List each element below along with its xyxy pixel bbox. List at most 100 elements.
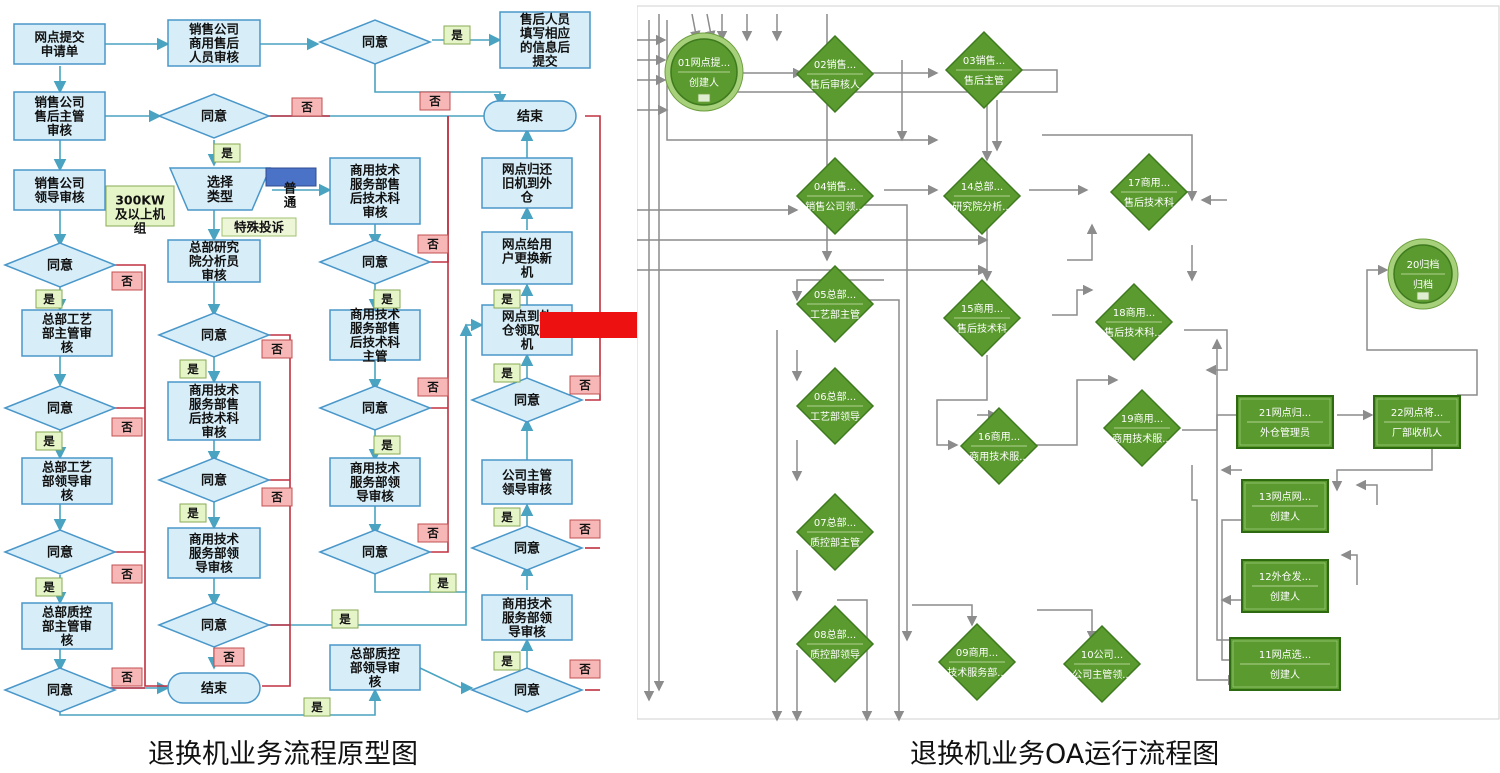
oa-connector [1067, 223, 1098, 261]
process-box-label: 商用技术 [502, 596, 553, 611]
process-box-label: 部领导审 [350, 660, 400, 675]
decision-shape [469, 667, 585, 713]
oa-node-role: 外仓管理员 [1260, 426, 1310, 439]
oa-connector [1037, 609, 1098, 642]
oa-node-role: 质控部主管 [810, 536, 860, 549]
decision-diamond: 同意 [317, 19, 433, 65]
process-box-rect [167, 527, 261, 579]
no-tag: 否 [111, 667, 143, 687]
oa-node-title: 08总部... [814, 628, 856, 641]
oa-node-title: 01网点提... [678, 57, 730, 69]
process-box-label: 商用技术 [189, 383, 240, 398]
no-tag-label: 否 [120, 274, 133, 288]
special-tag-label: 特殊投诉 [234, 220, 285, 235]
oa-node-handle [697, 93, 711, 103]
process-box-rect [481, 594, 573, 641]
decision-diamond: 同意 [469, 667, 585, 713]
decision-label: 同意 [362, 545, 388, 561]
kw-tag-label: 组 [134, 221, 147, 236]
oa-connector [675, 69, 1058, 98]
process-box-rect [167, 381, 261, 441]
no-tag: 否 [111, 417, 143, 437]
decision-label: 同意 [47, 683, 73, 699]
decision-shape [2, 667, 118, 713]
yes-tag-box [429, 573, 457, 593]
oa-node-title: 09商用... [956, 646, 998, 659]
oa-node-inner [1244, 482, 1326, 530]
process-box-label: 部主管审 [42, 619, 92, 634]
oa-node-title: 20归档 [1407, 258, 1440, 271]
decision-label: 同意 [514, 541, 540, 557]
oa-node-role: 归档 [1413, 278, 1433, 291]
decision-label: 同意 [201, 328, 227, 344]
yes-tag: 是 [493, 507, 521, 527]
prototype-caption: 退换机业务流程原型图 [148, 739, 418, 770]
oa-node-role: 工艺部主管 [810, 308, 860, 321]
no-tag: 否 [417, 377, 449, 397]
no-tag-label: 否 [300, 100, 313, 114]
process-box-label: 商用售后 [189, 36, 240, 51]
yes-tag-label: 是 [380, 292, 393, 306]
yes-tag: 是 [35, 577, 63, 597]
process-box-label: 提交 [532, 54, 558, 69]
oa-node: 12外仓发...创建人 [1241, 559, 1329, 613]
process-box-label: 服务部售 [350, 177, 400, 192]
decision-diamond: 同意 [156, 93, 272, 139]
process-box-label: 后技术科 [350, 191, 401, 206]
oa-node-title: 15商用... [961, 302, 1003, 315]
process-box-label: 总部质控 [42, 605, 93, 620]
no-tag-box [417, 377, 449, 397]
yes-tag: 是 [303, 697, 331, 717]
decision-diamond: 同意 [317, 529, 433, 575]
kw-tag-box [105, 185, 175, 227]
process-box-label: 申请单 [41, 44, 79, 59]
no-tag: 否 [213, 647, 245, 667]
decision-shape [317, 19, 433, 65]
decision-diamond: 同意 [156, 457, 272, 503]
oa-connector [1355, 479, 1378, 505]
oa-node: 21网点归...外仓管理员 [1236, 395, 1334, 449]
no-tag-label: 否 [578, 378, 591, 392]
process-box-label: 公司主管 [502, 468, 552, 483]
oa-node-role: 创建人 [689, 76, 719, 89]
decision-label: 同意 [201, 618, 227, 634]
no-connector [585, 115, 601, 401]
yes-tag: 是 [35, 289, 63, 309]
oa-node: 08总部...质控部领导 [795, 604, 875, 684]
process-box-label: 网点到外 [502, 309, 553, 324]
yes-tag-box [35, 431, 63, 451]
process-box-label: 部主管审 [42, 326, 92, 341]
oa-node-title: 16商用... [978, 430, 1020, 443]
yes-tag-box [35, 289, 63, 309]
oa-node-role: 售后审核人 [810, 78, 860, 91]
process-box-rect [13, 169, 106, 211]
oa-caption: 退换机业务OA运行流程图 [910, 739, 1220, 770]
no-tag: 否 [569, 375, 601, 395]
yes-tag: 是 [493, 289, 521, 309]
oa-connector [1029, 374, 1119, 446]
no-tag: 否 [261, 487, 293, 507]
oa-node-title: 05总部... [814, 288, 856, 301]
no-tag-label: 否 [426, 380, 439, 394]
decision-shape [2, 385, 118, 431]
yes-tag-box [35, 577, 63, 597]
process-box-rect [13, 91, 106, 141]
decision-diamond: 同意 [156, 312, 272, 358]
yes-tag: 是 [493, 363, 521, 383]
no-tag: 否 [111, 271, 143, 291]
prototype-diagram: 网点提交申请单销售公司商用售后人员审核售后人员填写相应的信息后提交销售公司售后主… [0, 0, 610, 722]
oa-node-title: 04销售... [814, 180, 856, 193]
no-tag: 否 [417, 234, 449, 254]
prototype-flowchart: 网点提交申请单销售公司商用售后人员审核售后人员填写相应的信息后提交销售公司售后主… [2, 11, 601, 717]
process-box-label: 服务部领 [189, 546, 240, 561]
end-label: 结束 [517, 109, 544, 125]
yes-tag: 是 [213, 143, 241, 163]
no-tag: 否 [111, 564, 143, 584]
no-tag-label: 否 [578, 522, 591, 536]
